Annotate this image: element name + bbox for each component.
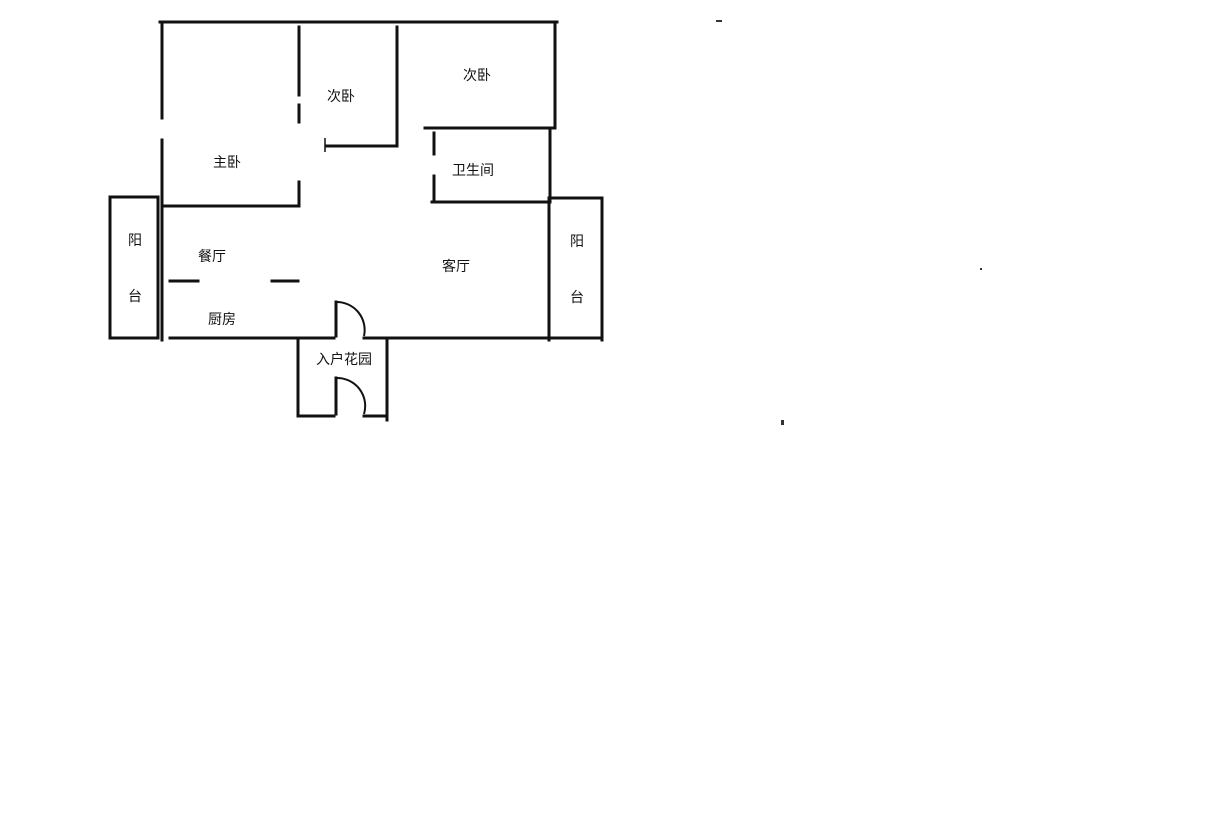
label-balcony-right-bottom: 台 xyxy=(570,290,584,306)
walls xyxy=(108,20,604,422)
doors xyxy=(334,300,367,416)
specks xyxy=(716,20,982,425)
label-balcony-right-top: 阳 xyxy=(570,234,584,250)
room-labels: 主卧 次卧 次卧 卫生间 餐厅 客厅 厨房 入户花园 阳 台 阳 台 xyxy=(128,68,584,368)
label-living-room: 客厅 xyxy=(442,258,470,275)
label-bathroom: 卫生间 xyxy=(452,163,494,179)
label-balcony-left-top: 阳 xyxy=(128,233,142,249)
label-dining-room: 餐厅 xyxy=(198,249,226,265)
label-kitchen: 厨房 xyxy=(208,312,236,328)
label-second-bedroom-left: 次卧 xyxy=(327,89,355,105)
label-second-bedroom-right: 次卧 xyxy=(463,68,491,84)
label-master-bedroom: 主卧 xyxy=(213,155,241,171)
label-entry-garden: 入户花园 xyxy=(316,351,372,368)
label-balcony-left-bottom: 台 xyxy=(128,289,142,305)
